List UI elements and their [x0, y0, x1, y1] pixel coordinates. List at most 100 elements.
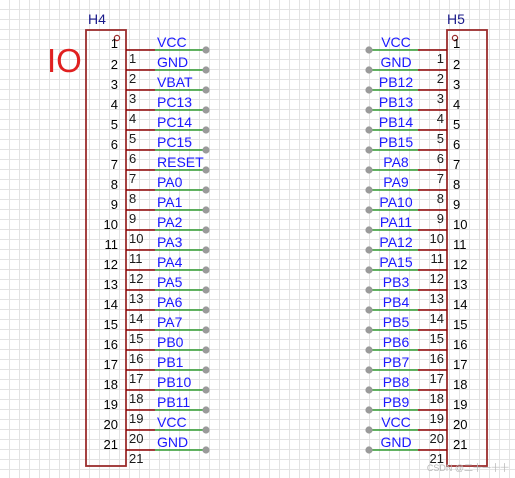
h5-pin-end-dot [365, 366, 373, 374]
h4-pin-number: 14 [129, 311, 143, 326]
h4-pin-number: 9 [129, 211, 136, 226]
h5-pin-end-dot [365, 186, 373, 194]
h4-net-label: PA7 [157, 314, 183, 330]
h5-pin-index: 16 [453, 337, 467, 352]
h4-pin-index: 1 [111, 36, 118, 51]
h5-pin-index: 13 [453, 277, 467, 292]
h5-pin-end-dot [365, 286, 373, 294]
h4-pin-end-dot [202, 346, 210, 354]
h4-pin-end-dot [202, 186, 210, 194]
h4-pin-index: 15 [104, 317, 118, 332]
h5-pin-end-dot [365, 106, 373, 114]
h5-pin-number: 21 [430, 451, 444, 466]
h5-pin-number: 9 [437, 211, 444, 226]
h4-pin-index: 9 [111, 197, 118, 212]
h4-pin-end-dot [202, 66, 210, 74]
h4-pin-index: 7 [111, 157, 118, 172]
h4-pin-index: 10 [104, 217, 118, 232]
h4-pin-end-dot [202, 46, 210, 54]
h4-net-label: PB10 [157, 374, 191, 390]
h5-pin-number: 8 [437, 191, 444, 206]
h5-pin-number: 11 [431, 251, 445, 266]
h4-pin-number: 7 [129, 171, 136, 186]
h4-pin-number: 16 [129, 351, 143, 366]
h4-pin-index: 14 [104, 297, 118, 312]
h4-pin-index: 6 [111, 137, 118, 152]
h4-pin-index: 8 [111, 177, 118, 192]
h4-pin-index: 16 [104, 337, 118, 352]
h5-pin-index: 2 [453, 57, 460, 72]
h5-pin-end-dot [365, 426, 373, 434]
h5-pin-end-dot [365, 206, 373, 214]
h4-pin-index: 2 [111, 57, 118, 72]
h4-pin-end-dot [202, 426, 210, 434]
h5-pin-index: 1 [453, 36, 460, 51]
h4-net-label: PB0 [157, 334, 184, 350]
h5-net-label: PA11 [380, 214, 412, 230]
h4-net-label: PC14 [157, 114, 192, 130]
h5-pin-index: 4 [453, 97, 460, 112]
h4-pin-end-dot [202, 246, 210, 254]
h4-net-label: PA4 [157, 254, 183, 270]
h4-net-label: GND [157, 54, 188, 70]
h5-net-label: PB7 [383, 354, 410, 370]
h5-pin-number: 12 [430, 271, 444, 286]
h4-pin-number: 17 [129, 371, 143, 386]
h4-pin-number: 18 [129, 391, 143, 406]
h5-pin-index: 19 [453, 397, 467, 412]
h4-pin-index: 13 [104, 277, 118, 292]
h4-pin-index: 4 [111, 97, 118, 112]
h5-net-label: VCC [381, 34, 411, 50]
h4-pin-end-dot [202, 166, 210, 174]
h5-pin-end-dot [365, 246, 373, 254]
h5-designator: H5 [447, 11, 465, 27]
h4-pin-index: 19 [104, 397, 118, 412]
h5-pin-index: 3 [453, 77, 460, 92]
h5-pin-index: 12 [453, 257, 467, 272]
title-label: IO [47, 42, 82, 79]
h4-pin-number: 15 [129, 331, 143, 346]
h5-net-label: PA12 [379, 234, 412, 250]
h5-pin-number: 1 [437, 51, 444, 66]
h4-net-label: PA6 [157, 294, 183, 310]
h5-pin-end-dot [365, 406, 373, 414]
h4-net-label: RESET [157, 154, 204, 170]
h5-net-label: PA9 [383, 174, 409, 190]
h4-pin-end-dot [202, 86, 210, 94]
h4-pin-index: 20 [104, 417, 118, 432]
h5-pin-group: 11VCC22GND33PB1244PB1355PB1466PB1577PA88… [365, 34, 467, 466]
h4-pin-end-dot [202, 286, 210, 294]
h5-pin-end-dot [365, 446, 373, 454]
h4-pin-end-dot [202, 126, 210, 134]
h5-pin-number: 17 [430, 371, 444, 386]
h5-net-label: PB6 [383, 334, 410, 350]
h4-pin-end-dot [202, 266, 210, 274]
h5-net-label: PB15 [379, 134, 413, 150]
h4-net-label: GND [157, 434, 188, 450]
h5-net-label: GND [380, 54, 411, 70]
h4-pin-number: 1 [129, 51, 136, 66]
h4-pin-number: 8 [129, 191, 136, 206]
h4-pin-index: 12 [104, 257, 118, 272]
h5-pin-index: 21 [453, 437, 467, 452]
h4-pin-end-dot [202, 306, 210, 314]
h4-pin-number: 4 [129, 111, 136, 126]
h5-pin-number: 18 [430, 391, 444, 406]
h5-net-label: PB8 [383, 374, 410, 390]
h4-pin-number: 12 [129, 271, 143, 286]
h5-connector-body [446, 29, 488, 467]
h5-pin-index: 18 [453, 377, 467, 392]
h4-pin-end-dot [202, 206, 210, 214]
h4-net-label: VBAT [157, 74, 193, 90]
h4-pin-group: 11VCC22GND33VBAT44PC1355PC1466PC1577RESE… [104, 34, 210, 466]
h4-pin-index: 18 [104, 377, 118, 392]
h4-pin-index: 3 [111, 77, 118, 92]
h5-pin-number: 4 [437, 111, 444, 126]
h4-net-label: VCC [157, 414, 187, 430]
h5-pin-end-dot [365, 266, 373, 274]
h4-net-label: PC13 [157, 94, 192, 110]
h4-pin-number: 21 [129, 451, 143, 466]
h5-pin-index: 14 [453, 297, 467, 312]
h4-pin-number: 10 [129, 231, 143, 246]
